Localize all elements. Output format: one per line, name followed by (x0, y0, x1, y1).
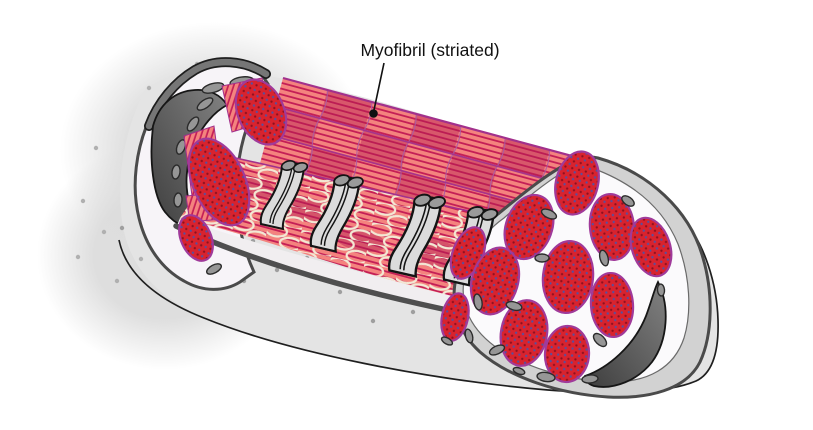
mitochondria-right (440, 195, 666, 384)
leader-line (373, 62, 385, 111)
myofibril-cut-face (178, 214, 214, 262)
myofibril-left-faces (178, 77, 288, 262)
myofibril-cut-face (589, 271, 635, 339)
myofibril-cut-face (554, 150, 600, 216)
myofibril-cut-face (541, 240, 595, 314)
myofibril-label: Myofibril (striated) (360, 40, 499, 60)
t-tubule (309, 174, 364, 253)
myofibril-cut-face (629, 216, 673, 278)
sarcolemma-fold (145, 58, 270, 130)
myofibril-cross-sections (440, 150, 673, 384)
annotation-myofibril: Myofibril (striated) (360, 40, 500, 118)
myofibril-cut-face (469, 246, 521, 316)
nucleus-left (150, 89, 229, 231)
myofibril-cut-face (499, 299, 549, 367)
myofibril-row-line (275, 105, 595, 194)
myofibril-top-outline (282, 76, 602, 166)
myofibril-cut-face (187, 137, 251, 227)
myofibril-cut-face (543, 324, 591, 384)
t-tubule (387, 193, 446, 278)
t-tubule (259, 160, 309, 231)
leader-dot (369, 109, 378, 118)
myofibril-cut-face (234, 78, 288, 146)
